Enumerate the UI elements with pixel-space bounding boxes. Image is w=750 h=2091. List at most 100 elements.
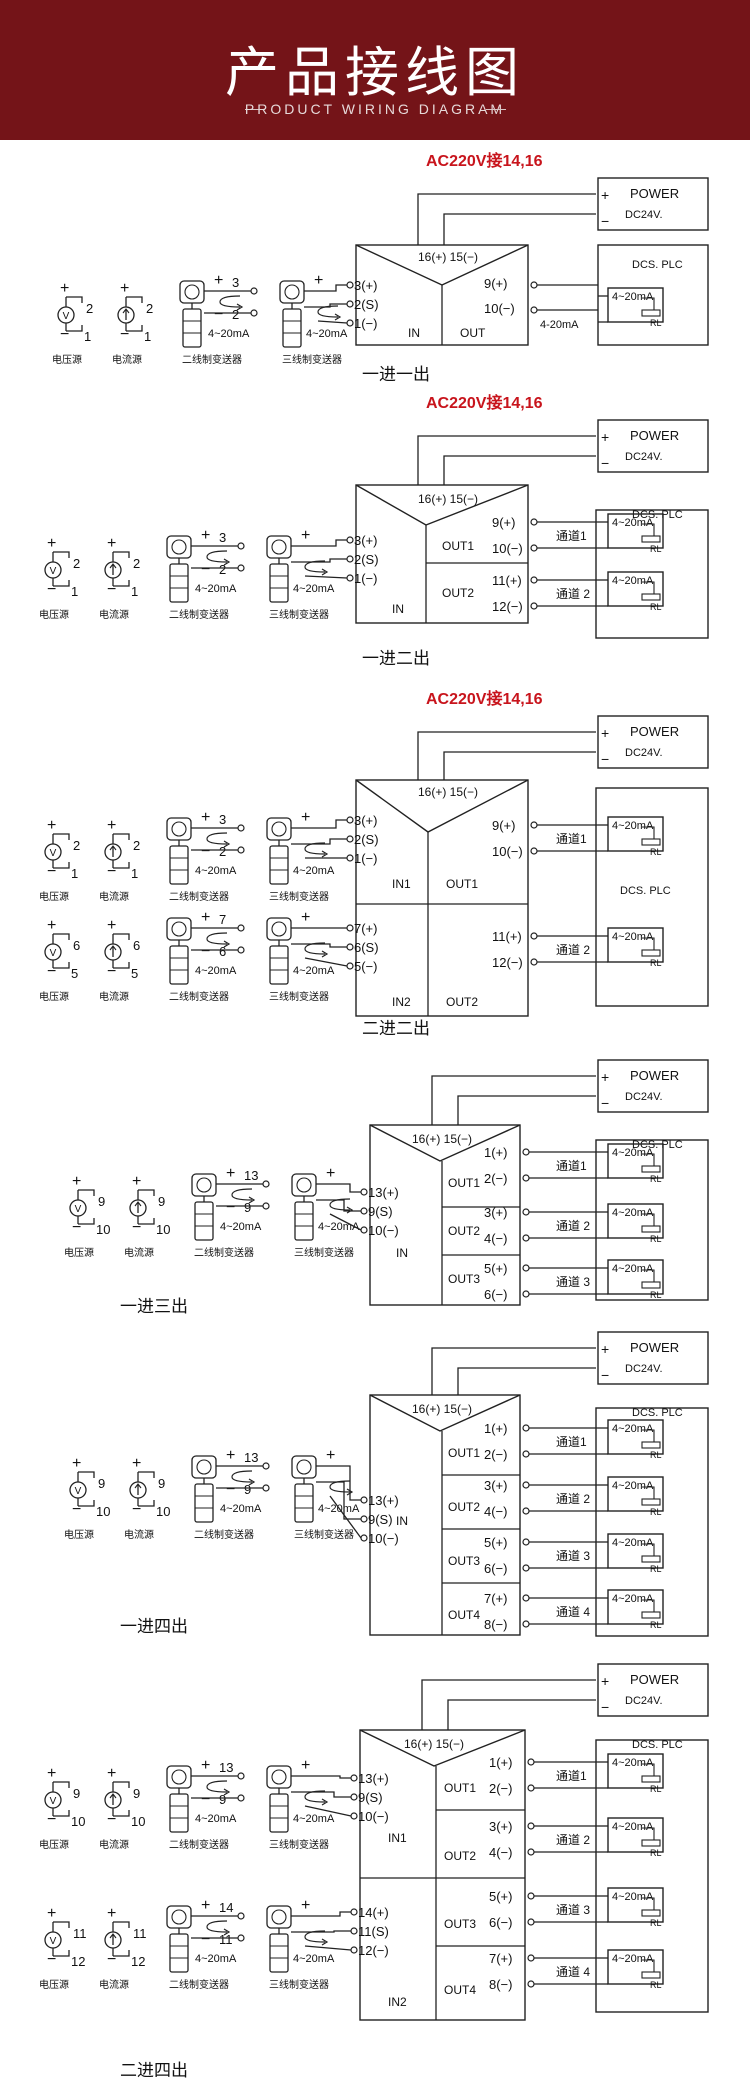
channel-current-label: 4~20mA — [612, 1593, 654, 1605]
dc-voltage-label: DC24V. — [625, 747, 663, 759]
terminal-dot — [237, 824, 245, 832]
channel-label: 通道 3 — [556, 1549, 590, 1563]
module-v-divider — [359, 1729, 526, 1767]
minus-sign: − — [601, 1095, 609, 1111]
output-label: OUT3 — [444, 1917, 476, 1931]
output-pin-label: 10(−) — [492, 844, 523, 859]
load-resistor-icon — [641, 1555, 661, 1563]
plus-sign: + — [107, 1905, 116, 1922]
three-wire-label: 三线制变送器 — [269, 1978, 329, 1991]
three-wire-transmitter-body-icon — [269, 1793, 289, 1833]
power-pin-label: 16(+) 15(−) — [418, 785, 478, 799]
dcs-input-box — [607, 1887, 664, 1923]
current-arrow-icon — [206, 932, 228, 945]
three-wire-transmitter-head-icon — [266, 917, 292, 941]
tx-pin-mid: 9 — [244, 1200, 251, 1215]
tx-current-label: 4~20mA — [293, 965, 335, 977]
input-pin-label: 3(+) — [354, 278, 377, 293]
converter-module — [355, 779, 529, 1017]
plus-sign: + — [601, 725, 609, 741]
output-pin-label: 7(+) — [484, 1591, 507, 1606]
three-wire-label: 三线制变送器 — [269, 890, 329, 903]
input-terminal — [346, 835, 354, 843]
source-pin-lo: 12 — [71, 1954, 85, 1969]
load-resistor-icon — [641, 1165, 661, 1173]
load-resistor-icon — [641, 838, 661, 846]
input-terminal — [346, 854, 354, 862]
load-resistor-icon — [641, 593, 661, 601]
output-pin-label: 8(−) — [489, 1977, 512, 1992]
current-source-label: 电流源 — [99, 990, 129, 1003]
source-pin-lo: 5 — [71, 966, 78, 981]
tx-current-label: 4~20mA — [195, 965, 237, 977]
output-pin-label: 5(+) — [489, 1889, 512, 1904]
wire — [304, 957, 348, 967]
terminal-dot — [237, 924, 245, 932]
output-terminal — [522, 1594, 530, 1602]
three-wire-transmitter-dial-icon — [296, 1459, 312, 1475]
v-letter-icon: V — [50, 948, 57, 959]
input-terminal — [350, 1774, 358, 1782]
plus-sign: + — [226, 1447, 235, 1464]
output-terminal — [530, 518, 538, 526]
tx-current-label: 4~20mA — [195, 865, 237, 877]
voltage-source-label: 电压源 — [64, 1528, 94, 1541]
tx-pin-mid: 6 — [219, 944, 226, 959]
channel-label: 通道 2 — [556, 1492, 590, 1506]
resistor-label: RL — [650, 318, 662, 328]
source-pin-hi: 9 — [133, 1786, 140, 1801]
arrow-head-icon — [321, 1798, 329, 1806]
v-letter-icon: V — [50, 1796, 57, 1807]
arrow-head-icon — [223, 1928, 231, 1936]
tx-pin-hi: 13 — [244, 1168, 258, 1183]
input-label: IN1 — [388, 1831, 407, 1845]
input-pin-label: 7(+) — [354, 921, 377, 936]
plus-sign: + — [107, 817, 116, 834]
page-title: 产品接线图 — [225, 41, 525, 104]
input-terminal — [350, 1812, 358, 1820]
terminal-dot — [237, 542, 245, 550]
up-arrow-icon — [109, 563, 117, 569]
plus-sign: + — [60, 280, 69, 297]
three-wire-label: 三线制变送器 — [269, 1838, 329, 1851]
resistor-label: RL — [650, 958, 662, 968]
wire — [447, 1699, 596, 1730]
resistor-label: RL — [650, 1174, 662, 1184]
dcs-box — [595, 1739, 709, 2013]
three-wire-transmitter-dial-icon — [284, 284, 300, 300]
input-terminal — [350, 1908, 358, 1916]
dcs-input-box — [607, 1203, 664, 1239]
two-wire-label: 二线制变送器 — [169, 1978, 229, 1991]
wire — [53, 862, 70, 869]
output-label: OUT3 — [448, 1272, 480, 1286]
input-terminal — [360, 1226, 368, 1234]
wire — [291, 1791, 351, 1798]
voltage-source-label: 电压源 — [64, 1246, 94, 1259]
output-label: OUT2 — [448, 1500, 480, 1514]
output-terminal — [530, 847, 538, 855]
dcs-input-box — [607, 1419, 664, 1455]
plus-sign: + — [601, 1341, 609, 1357]
wire — [329, 1495, 362, 1539]
terminal-dot — [237, 946, 245, 954]
dc-voltage-label: DC24V. — [625, 451, 663, 463]
three-wire-transmitter-body-icon — [282, 308, 302, 348]
load-resistor-icon — [641, 535, 661, 543]
resistor-label: RL — [650, 1507, 662, 1517]
input-terminal — [360, 1188, 368, 1196]
dcs-box — [595, 787, 709, 1007]
load-resistor-icon — [641, 309, 661, 317]
converter-module — [369, 1394, 521, 1636]
up-arrow-icon — [134, 1483, 142, 1489]
wire — [78, 1218, 95, 1225]
arrow-head-icon — [236, 303, 244, 311]
dc-voltage-label: DC24V. — [625, 209, 663, 221]
two-wire-label: 二线制变送器 — [169, 990, 229, 1003]
wire — [53, 551, 70, 558]
channel-label: 通道 3 — [556, 1275, 590, 1289]
channel-current-label: 4~20mA — [612, 1207, 654, 1219]
two-wire-transmitter-body-icon — [169, 945, 189, 985]
three-wire-transmitter-head-icon — [266, 1765, 292, 1789]
output-pin-label: 1(+) — [489, 1755, 512, 1770]
output-terminal — [530, 958, 538, 966]
